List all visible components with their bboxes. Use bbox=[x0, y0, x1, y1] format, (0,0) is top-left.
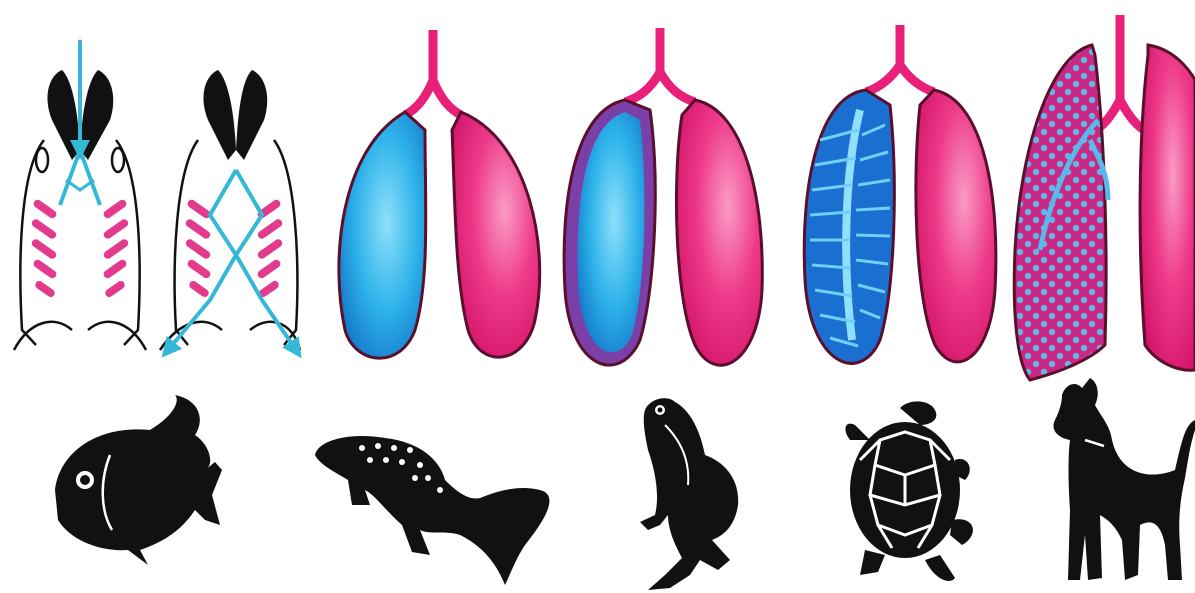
dog-icon bbox=[1053, 378, 1195, 580]
turtle-icon bbox=[845, 401, 972, 581]
fish-head-diagram-right bbox=[160, 70, 300, 350]
frog-icon bbox=[640, 398, 738, 590]
salamander-icon bbox=[315, 436, 549, 585]
fish-icon bbox=[55, 395, 222, 565]
lungs-thin-folds bbox=[564, 28, 762, 365]
lungs-simple-sac bbox=[339, 30, 540, 358]
lungs-alveolar bbox=[1014, 15, 1195, 380]
fish-head-diagram-left bbox=[14, 40, 146, 350]
gills-panel bbox=[14, 40, 300, 350]
lungs-folded bbox=[804, 25, 996, 363]
